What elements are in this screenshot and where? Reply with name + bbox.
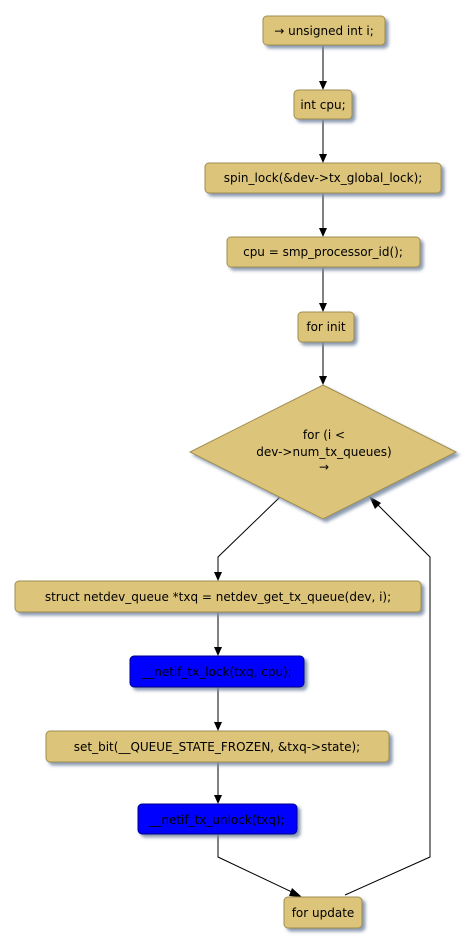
node-netif-tx-unlock: __netif_tx_unlock(txq);: [137, 803, 298, 835]
arrowhead: [319, 303, 327, 312]
node-label: for update: [292, 906, 355, 920]
node-label: set_bit(__QUEUE_STATE_FROZEN, &txq->stat…: [74, 740, 360, 754]
node-label: for init: [306, 320, 346, 334]
node-set-bit: set_bit(__QUEUE_STATE_FROZEN, &txq->stat…: [45, 730, 390, 763]
arrowhead: [319, 81, 327, 90]
edge-tx-unlock-to-for-update: [217, 834, 295, 894]
node-get-txq: struct netdev_queue *txq = netdev_get_tx…: [14, 580, 422, 613]
arrowhead: [369, 496, 381, 509]
node-loop-condition: for (i < dev->num_tx_queues) →: [188, 384, 458, 520]
node-label: int cpu;: [300, 98, 345, 112]
node-cpu-assign: cpu = smp_processor_id();: [226, 236, 421, 268]
node-label: __netif_tx_unlock(txq);: [148, 813, 284, 827]
edges: [214, 45, 431, 897]
node-label: struct netdev_queue *txq = netdev_get_tx…: [45, 590, 391, 604]
node-label: cpu = smp_processor_id();: [243, 245, 403, 259]
node-for-update: for update: [283, 896, 363, 929]
node-label: spin_lock(&dev->tx_global_lock);: [224, 171, 423, 185]
arrowhead: [214, 647, 222, 656]
arrowhead: [214, 722, 222, 731]
node-netif-tx-lock: __netif_tx_lock(txq, cpu);: [129, 655, 305, 688]
edge-loop-to-txq: [217, 496, 281, 573]
edge-for-update-to-loop: [344, 502, 431, 896]
node-label: → unsigned int i;: [274, 24, 374, 38]
arrowhead: [319, 228, 327, 237]
node-unsigned-int-i: → unsigned int i;: [262, 15, 386, 46]
arrowhead: [214, 572, 222, 581]
node-spin-lock: spin_lock(&dev->tx_global_lock);: [204, 162, 442, 194]
arrowhead: [319, 154, 327, 163]
node-for-init: for init: [297, 311, 355, 343]
node-int-cpu: int cpu;: [293, 89, 353, 120]
node-label: __netif_tx_lock(txq, cpu);: [141, 665, 292, 679]
decision-label-line-3: →: [319, 460, 329, 474]
arrowhead: [214, 795, 222, 804]
decision-diamond: [188, 384, 458, 520]
arrowhead: [289, 888, 302, 897]
decision-label-line-1: for (i <: [303, 428, 345, 442]
decision-label-line-2: dev->num_tx_queues): [256, 445, 391, 459]
arrowhead: [319, 376, 327, 385]
